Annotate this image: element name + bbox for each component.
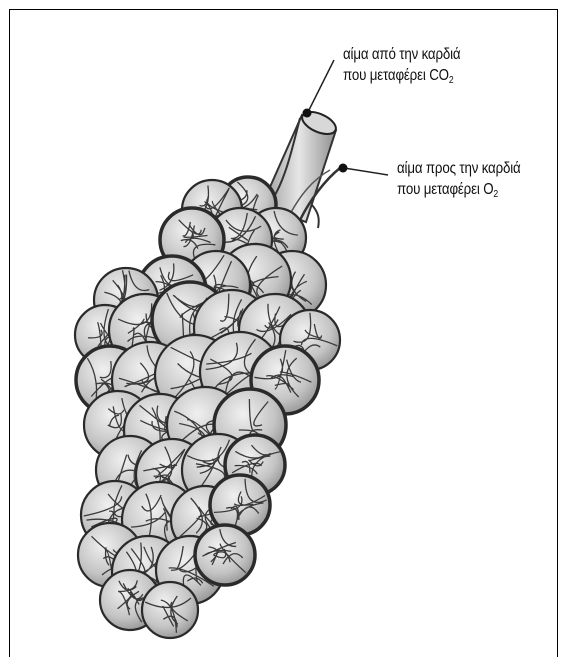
alveolus: [142, 582, 198, 638]
pointer-co2: [303, 60, 335, 118]
o2-subscript: 2: [493, 189, 498, 200]
label-blood-to-heart: αίμα προς την καρδιά που μεταφέρει O2: [397, 158, 521, 200]
alveolus: [195, 525, 255, 585]
label-blood-to-heart-line2: που μεταφέρει O2: [397, 179, 521, 200]
label-blood-from-heart: αίμα από την καρδιά που μεταφέρει CO2: [343, 44, 460, 86]
alveoli-cluster: [75, 177, 340, 638]
co2-subscript: 2: [449, 75, 454, 86]
pointer-o2: [339, 164, 389, 176]
label-blood-to-heart-line1: αίμα προς την καρδιά: [397, 158, 521, 179]
label-blood-from-heart-line2: που μεταφέρει CO2: [343, 65, 460, 86]
label-blood-from-heart-line1: αίμα από την καρδιά: [343, 44, 460, 65]
